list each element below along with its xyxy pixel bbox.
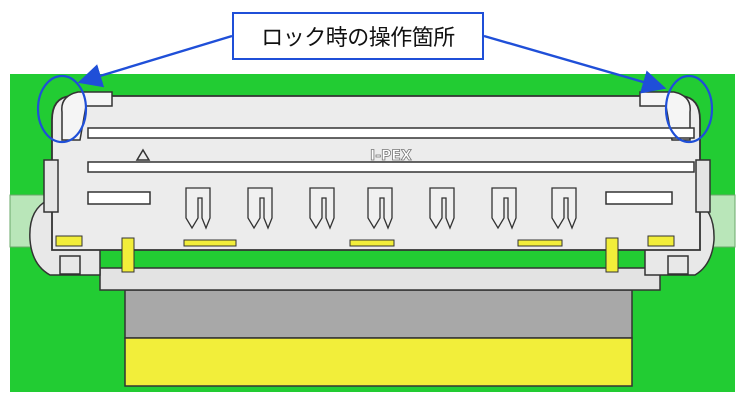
left-corner-lever — [61, 91, 113, 141]
right-lock-window — [667, 255, 689, 275]
contact-finger — [367, 187, 393, 230]
warning-triangle-icon — [135, 148, 151, 161]
contact-lead — [517, 239, 563, 247]
contact-fingers — [185, 187, 577, 230]
right-side-rail — [695, 159, 711, 213]
connector-body — [51, 95, 701, 251]
contact-finger — [551, 187, 577, 230]
contact-lead — [605, 237, 619, 273]
brand-mark: I-PEX — [370, 148, 412, 164]
contact-finger — [185, 187, 211, 230]
right-arrow — [483, 34, 667, 94]
left-arrow — [77, 34, 233, 88]
middle-slot — [87, 161, 695, 173]
left-bar — [87, 191, 151, 205]
left-lock-point-circle — [36, 74, 88, 144]
contact-leads — [55, 235, 675, 273]
right-bar — [605, 191, 673, 205]
contact-lead — [349, 239, 395, 247]
housing-bottom — [99, 267, 661, 291]
upper-slot — [87, 127, 695, 139]
left-lock-window — [59, 255, 81, 275]
contact-finger — [429, 187, 455, 230]
right-lock-point-circle — [664, 74, 714, 144]
contact-finger — [491, 187, 517, 230]
contact-finger — [247, 187, 273, 230]
contact-lead — [121, 237, 135, 273]
contact-finger — [309, 187, 335, 230]
cable-yellow-section — [124, 337, 633, 387]
callout-label: ロック時の操作箇所 — [232, 12, 484, 60]
contact-lead — [647, 235, 675, 247]
left-side-rail — [43, 159, 59, 213]
contact-lead — [55, 235, 83, 247]
cable-gray-section — [124, 289, 633, 339]
contact-lead — [183, 239, 237, 247]
